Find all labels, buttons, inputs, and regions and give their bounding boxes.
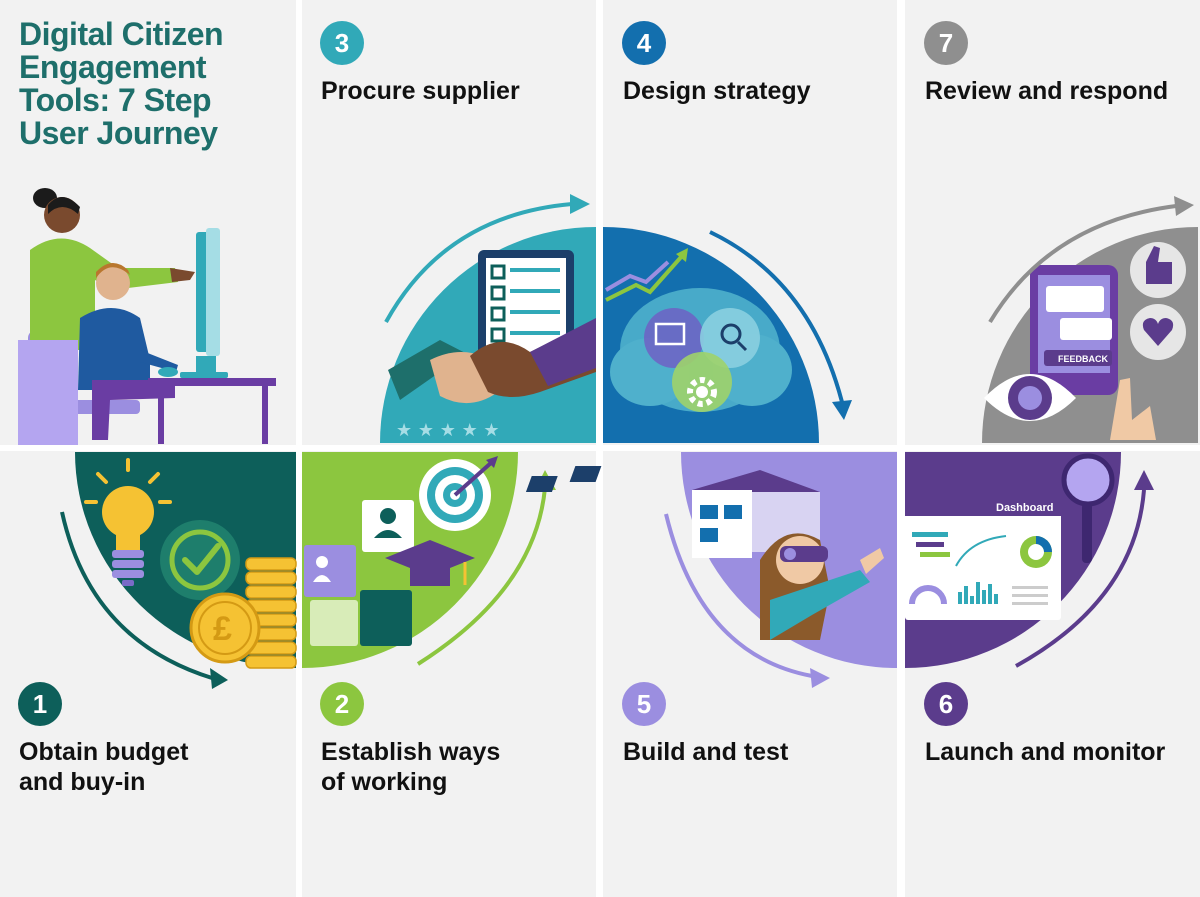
vr-headset-icon xyxy=(760,533,884,640)
eye-icon xyxy=(984,374,1076,421)
review-and-respond-illustration: FEEDBACK xyxy=(982,196,1198,443)
thumbs-up-icon xyxy=(1130,242,1186,298)
dashboard-label: Dashboard xyxy=(996,502,1053,514)
budget-illustration xyxy=(60,452,297,689)
step-5-label: Build and test xyxy=(623,737,788,767)
currency-symbol: £ xyxy=(213,610,232,648)
lightbulb-icon xyxy=(84,458,172,586)
star-rating-icon: ★ ★ ★ ★ ★ xyxy=(396,420,500,441)
ways-of-working-illustration xyxy=(302,452,556,668)
title-line: Engagement xyxy=(19,49,207,85)
speech-bubble-icon: FEEDBACK xyxy=(1030,265,1118,395)
title-line: Digital Citizen xyxy=(19,16,224,52)
dashboard-icon: Dashboard xyxy=(905,496,1061,620)
step-1-number-badge: 1 xyxy=(18,682,62,726)
step-3-label: Procure supplier xyxy=(321,76,520,106)
svg-text:★ ★ ★ ★ ★: ★ ★ ★ ★ ★ xyxy=(396,420,500,441)
checklist-icon xyxy=(478,250,574,362)
step-6-label: Launch and monitor xyxy=(925,737,1165,767)
step-2-number-badge: 2 xyxy=(320,682,364,726)
step-1-label: Obtain budget and buy-in xyxy=(19,737,188,797)
step-4-label-line: Design strategy xyxy=(623,77,811,105)
step-6-label-line: Launch and monitor xyxy=(925,738,1166,766)
feedback-label: FEEDBACK xyxy=(1058,354,1109,364)
trend-chart-icon xyxy=(604,248,688,302)
gear-icon xyxy=(687,377,717,407)
page-title: Digital Citizen Engagement Tools: 7 Step… xyxy=(19,18,279,150)
target-icon xyxy=(419,456,498,531)
step-6-number-badge: 6 xyxy=(924,682,968,726)
step-1-label-line: Obtain budget xyxy=(19,738,189,766)
step-2-label-line: of working xyxy=(321,768,448,796)
magnifier-icon xyxy=(1061,453,1115,563)
handshake-icon xyxy=(388,318,596,404)
step-1-label-line: and buy-in xyxy=(19,768,146,796)
step-7-number-badge: 7 xyxy=(924,21,968,65)
people-at-computer-illustration xyxy=(18,188,276,445)
step-7-label-line: Review and respond xyxy=(925,77,1169,105)
heart-icon xyxy=(1130,304,1186,360)
title-line: Tools: 7 Step xyxy=(19,82,212,118)
procure-supplier-illustration: ★ ★ ★ ★ ★ xyxy=(380,194,596,443)
design-strategy-illustration xyxy=(603,227,852,443)
step-5-number-badge: 5 xyxy=(622,682,666,726)
step-2-label-line: Establish ways xyxy=(321,738,501,766)
step-3-number-badge: 3 xyxy=(320,21,364,65)
title-line: User Journey xyxy=(19,115,218,151)
step-3-label-line: Procure supplier xyxy=(321,77,520,105)
step-2-label: Establish ways of working xyxy=(321,737,500,797)
launch-and-monitor-illustration: Dashboard xyxy=(905,452,1154,668)
step-4-label: Design strategy xyxy=(623,76,811,106)
step-4-number-badge: 4 xyxy=(622,21,666,65)
build-and-test-illustration xyxy=(525,452,897,688)
checkmark-icon xyxy=(160,520,240,600)
graduation-cap-icon xyxy=(385,540,475,586)
puzzle-icon xyxy=(304,500,414,646)
step-5-label-line: Build and test xyxy=(623,738,789,766)
step-7-label: Review and respond xyxy=(925,76,1168,106)
